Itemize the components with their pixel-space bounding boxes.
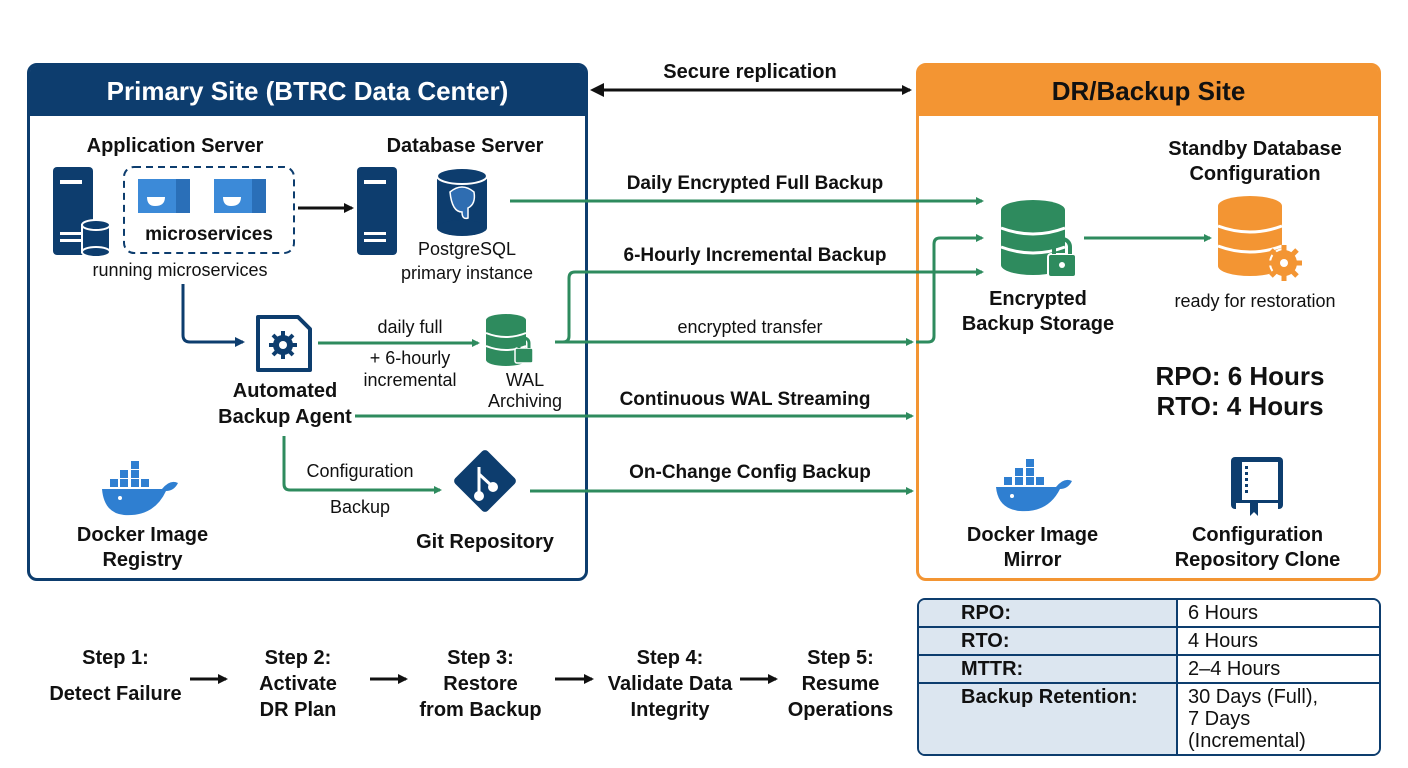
storage-label-1: Encrypted	[989, 288, 1087, 310]
metric-key: RPO:	[919, 600, 1178, 628]
agent-flow-label-3: incremental	[363, 370, 457, 390]
step-text: Resume	[801, 673, 880, 695]
metrics-table: RPO: 6 Hours RTO: 4 Hours MTTR: 2–4 Hour…	[917, 598, 1381, 756]
book-icon	[1231, 457, 1283, 516]
config-backup-label-1: Configuration	[306, 461, 414, 481]
rto-label: RTO: 4 Hours	[1156, 391, 1324, 421]
primary-site-panel: Primary Site (BTRC Data Center)	[27, 63, 588, 581]
step-number: Step 5:	[807, 647, 874, 669]
metric-value: 30 Days (Full), 7 Days (Incremental)	[1178, 684, 1379, 754]
step-3: Step 3: Restore from Backup	[413, 645, 548, 723]
server-icon	[53, 167, 111, 258]
step-text: DR Plan	[259, 699, 337, 721]
step-1: Step 1: Detect Failure	[48, 645, 183, 707]
table-row: RTO: 4 Hours	[919, 628, 1379, 656]
metric-value: 4 Hours	[1178, 628, 1379, 656]
rpo-label: RPO: 6 Hours	[1155, 361, 1325, 391]
primary-site-title: Primary Site (BTRC Data Center)	[30, 66, 585, 116]
docker-whale-icon	[102, 461, 178, 516]
config-backup-label-2: Backup	[329, 497, 391, 517]
step-text: Validate Data	[607, 673, 733, 695]
standby-label-2: Configuration	[1189, 163, 1321, 185]
git-repository-label: Git Repository	[416, 531, 554, 553]
app-server-title: Application Server	[86, 135, 264, 157]
wal-label-2: Archiving	[487, 391, 563, 411]
standby-caption: ready for restoration	[1174, 291, 1336, 311]
step-number: Step 4:	[636, 647, 704, 669]
metric-key: RTO:	[919, 628, 1178, 656]
app-to-agent-arrow	[181, 284, 245, 347]
microservices-label: microservices	[145, 224, 273, 245]
table-row: MTTR: 2–4 Hours	[919, 656, 1379, 684]
docker-container-icon	[138, 179, 190, 213]
table-row: Backup Retention: 30 Days (Full), 7 Days…	[919, 684, 1379, 754]
postgres-caption-1: PostgreSQL	[417, 239, 517, 259]
secure-replication-label: Secure replication	[663, 61, 837, 83]
docker-registry-label-2: Registry	[102, 549, 183, 571]
dr-site-panel: DR/Backup Site	[916, 63, 1381, 581]
step-text: Operations	[787, 699, 894, 721]
step-2: Step 2: Activate DR Plan	[233, 645, 363, 723]
table-row: RPO: 6 Hours	[919, 600, 1379, 628]
step-5: Step 5: Resume Operations	[778, 645, 903, 723]
secure-replication-arrow	[590, 83, 912, 97]
server-icon	[357, 167, 397, 255]
daily-full-backup-label: Daily Encrypted Full Backup	[626, 173, 884, 194]
docker-container-icon	[214, 179, 266, 213]
config-clone-label-1: Configuration	[1191, 524, 1324, 546]
step-number: Step 2:	[264, 647, 332, 669]
config-backup-arrow	[282, 436, 442, 494]
incremental-backup-label: 6-Hourly Incremental Backup	[623, 245, 887, 266]
gear-document-icon	[256, 315, 312, 372]
standby-label-1: Standby Database	[1168, 138, 1342, 160]
step-text: Activate	[259, 673, 337, 695]
config-backup-flow-label: On-Change Config Backup	[629, 462, 871, 483]
locked-database-icon	[485, 314, 534, 366]
encrypted-transfer-to-storage	[916, 234, 984, 344]
microservices-group	[123, 166, 295, 254]
backup-agent-line2: Backup Agent	[218, 406, 352, 428]
agent-flow-label-2: + 6-hourly	[369, 348, 451, 368]
locked-database-icon	[1000, 200, 1077, 278]
dr-site-title: DR/Backup Site	[919, 66, 1378, 116]
database-gear-icon	[1217, 196, 1302, 281]
wal-streaming-label: Continuous WAL Streaming	[619, 389, 871, 410]
encrypted-transfer-label: encrypted transfer	[677, 317, 823, 337]
step-text: Integrity	[630, 699, 710, 721]
db-server-title: Database Server	[386, 135, 544, 157]
agent-flow-label-1: daily full	[377, 317, 443, 337]
metric-value-line: 30 Days (Full),	[1188, 686, 1319, 708]
git-icon	[454, 450, 516, 512]
metric-key: MTTR:	[919, 656, 1178, 684]
step-text: Restore	[443, 673, 518, 695]
docker-registry-label-1: Docker Image	[76, 524, 209, 546]
backup-agent-line1: Automated	[232, 380, 338, 402]
postgres-caption-2: primary instance	[400, 263, 534, 283]
metric-value: 2–4 Hours	[1178, 656, 1379, 684]
metric-value: 6 Hours	[1178, 600, 1379, 628]
metric-value-line: 7 Days (Incremental)	[1188, 708, 1306, 752]
step-text: Detect Failure	[49, 683, 182, 705]
docker-mirror-label-2: Mirror	[1003, 549, 1062, 571]
step-number: Step 1:	[82, 647, 149, 669]
storage-label-2: Backup Storage	[961, 313, 1115, 335]
step-number: Step 3:	[447, 647, 514, 669]
step-4: Step 4: Validate Data Integrity	[600, 645, 740, 723]
config-clone-label-2: Repository Clone	[1174, 549, 1341, 571]
docker-mirror-label-1: Docker Image	[966, 524, 1099, 546]
app-server-caption: running microservices	[92, 260, 268, 280]
docker-whale-icon	[996, 459, 1072, 512]
postgresql-icon	[436, 167, 488, 236]
step-text: from Backup	[419, 699, 542, 721]
wal-label-1: WAL	[505, 370, 545, 390]
metric-key: Backup Retention:	[919, 684, 1178, 754]
